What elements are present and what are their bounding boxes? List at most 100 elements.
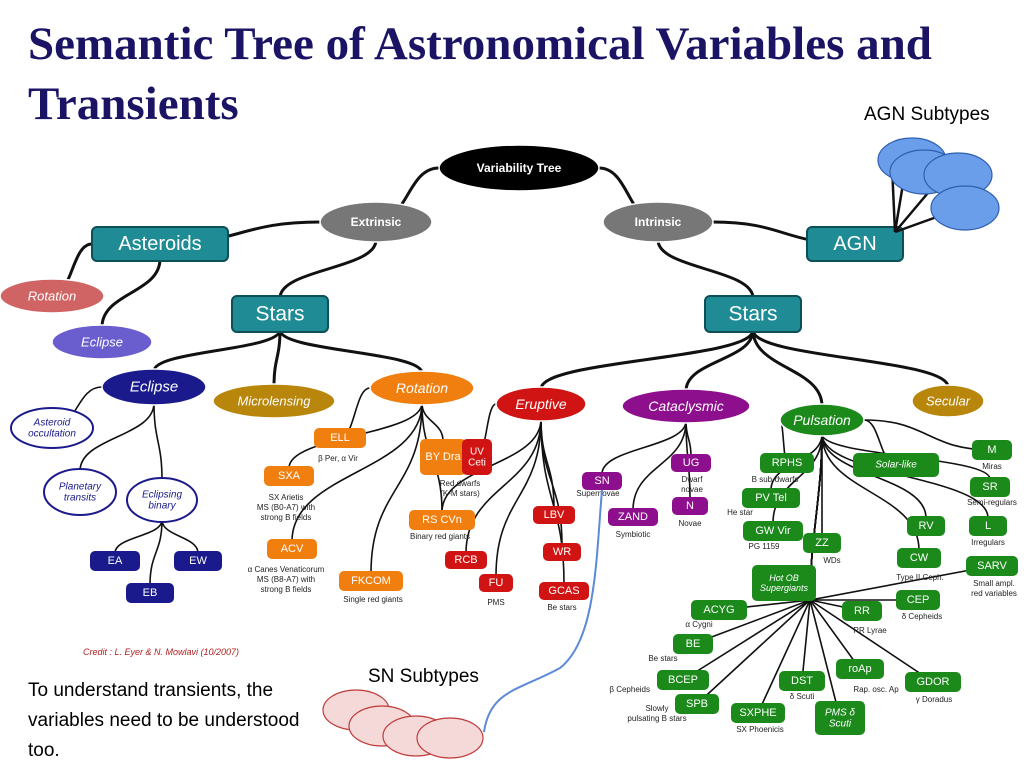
node-rr-label: RR: [854, 605, 870, 617]
node-bcep-label: BCEP: [668, 674, 698, 686]
node-cep-shape: [896, 590, 940, 610]
node-acv-shape: [267, 539, 317, 559]
node-stars-intrinsic: Stars: [704, 295, 802, 333]
node-sxa-shape: [264, 466, 314, 486]
node-rcb: RCB: [445, 551, 487, 569]
node-sr: SR: [970, 477, 1010, 497]
node-be-shape: [673, 634, 713, 654]
tree-edge: [153, 402, 163, 481]
node-zand-shape: [608, 508, 658, 526]
node-zz-shape: [803, 533, 841, 553]
tree-edge: [495, 418, 542, 577]
node-ea: EA: [90, 551, 140, 571]
node-sr-label: SR: [982, 481, 997, 493]
node-be: BE: [673, 634, 713, 654]
sn-subtypes-note: SN Subtypes: [368, 666, 479, 687]
node-rphs-label: RPHS: [772, 457, 803, 469]
tree-edge: [656, 239, 755, 299]
node-stars-extrinsic-shape: [231, 295, 329, 333]
node-gcas-shape: [539, 582, 589, 600]
tree-edge: [161, 519, 199, 554]
node-wr: WR: [543, 543, 581, 561]
node-rs-cvn-label: RS CVn: [422, 514, 462, 526]
node-eclipse-asteroid-label: Eclipse: [81, 335, 123, 350]
node-sn-shape: [582, 472, 622, 490]
node-eruptive-label: Eruptive: [515, 396, 567, 412]
node-rotation-label: Rotation: [396, 380, 448, 396]
node-cataclysmic-shape: [621, 388, 751, 424]
node-gdor: GDOR: [905, 672, 961, 692]
caption-cep: δ Cepheids: [902, 612, 942, 621]
tree-edge: [632, 420, 687, 511]
tree-edge: [79, 402, 155, 472]
node-sxa: SXA: [264, 466, 314, 486]
node-eb-label: EB: [143, 587, 158, 599]
node-n-label: N: [686, 500, 694, 512]
caption-rr: RR Lyrae: [853, 626, 887, 635]
node-variability-tree: Variability Tree: [438, 144, 600, 192]
node-dst: DST: [779, 671, 825, 691]
node-acyg-shape: [691, 600, 747, 620]
node-rr-shape: [842, 601, 882, 621]
node-sn: SN: [582, 472, 622, 490]
node-sn-label: SN: [594, 475, 609, 487]
tree-edge: [272, 329, 282, 387]
caption-sarv: Small ampl.red variables: [971, 579, 1017, 598]
sn-subtype-link: [483, 489, 603, 733]
node-rotation-asteroid: Rotation: [0, 278, 105, 314]
node-cep: CEP: [896, 590, 940, 610]
node-sarv-label: SARV: [977, 560, 1007, 572]
node-fkcom: FKCOM: [339, 571, 403, 591]
node-cw-label: CW: [910, 552, 929, 564]
caption-m: Miras: [982, 462, 1002, 471]
node-eclipse-shape: [101, 368, 207, 406]
node-solar-like-shape: [853, 453, 939, 477]
node-intrinsic-label: Intrinsic: [635, 215, 682, 229]
node-bcep-shape: [657, 670, 709, 690]
node-ew-shape: [174, 551, 222, 571]
caption-dst: δ Scuti: [790, 692, 815, 701]
node-rotation: Rotation: [369, 370, 475, 406]
caption-by-dra: Red dwarfs(K-M stars): [440, 479, 480, 498]
node-intrinsic: Intrinsic: [602, 201, 714, 243]
node-pulsation-label: Pulsation: [793, 412, 851, 428]
node-eclipsing-binary-shape: [126, 477, 198, 523]
node-wr-label: WR: [553, 546, 571, 558]
node-intrinsic-shape: [602, 201, 714, 243]
node-extrinsic-label: Extrinsic: [351, 215, 402, 229]
node-fkcom-shape: [339, 571, 403, 591]
node-cataclysmic-label: Cataclysmic: [648, 398, 723, 414]
tree-edge: [540, 418, 555, 509]
node-gw-vir-label: GW Vir: [755, 525, 791, 537]
node-agn-shape: [806, 226, 904, 262]
node-rcb-label: RCB: [454, 554, 477, 566]
node-by-dra-label: BY Dra: [425, 451, 461, 463]
node-fu-label: FU: [489, 577, 504, 589]
node-gcas: GCAS: [539, 582, 589, 600]
node-gdor-label: GDOR: [917, 676, 950, 688]
node-n-shape: [672, 497, 708, 515]
node-ell-shape: [314, 428, 366, 448]
tree-edge: [684, 329, 755, 392]
caption-ell: β Per, α Vir: [318, 454, 358, 463]
node-stars-extrinsic-label: Stars: [255, 303, 304, 326]
node-rotation-asteroid-shape: [0, 278, 105, 314]
tree-edges: [51, 166, 993, 719]
node-eclipse-label: Eclipse: [130, 379, 178, 396]
node-cw-shape: [897, 548, 941, 568]
tree-edge: [539, 329, 755, 390]
caption-cw: Type II Ceph.: [896, 573, 944, 582]
node-stars-intrinsic-shape: [704, 295, 802, 333]
node-hot-ob-shape: [752, 565, 816, 601]
tree-edge: [465, 418, 542, 554]
node-agn: AGN: [806, 226, 904, 262]
node-acv-label: ACV: [281, 543, 304, 555]
node-asteroids-shape: [91, 226, 229, 262]
